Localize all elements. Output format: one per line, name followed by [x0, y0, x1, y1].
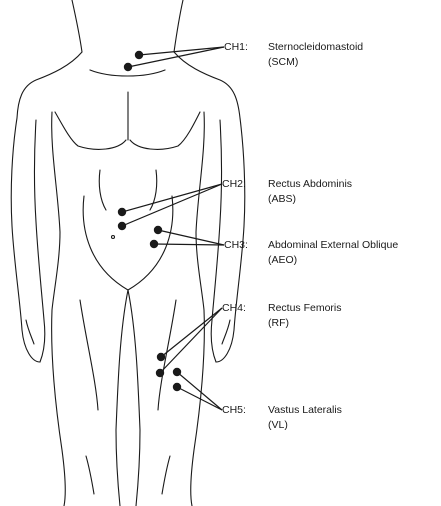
- electrode-ch5-b: [173, 383, 181, 391]
- electrode-ch4-b: [156, 369, 164, 377]
- body-outline: [11, 0, 245, 506]
- ch3-id: CH3:: [224, 238, 248, 252]
- electrode-ch2-a: [118, 208, 126, 216]
- ch2-muscle: Rectus Abdominis: [268, 177, 352, 191]
- ch3-abbr: (AEO): [268, 253, 297, 267]
- leader-ch2-a: [122, 184, 222, 212]
- ch3-muscle: Abdominal External Oblique: [268, 238, 398, 252]
- ch4-abbr: (RF): [268, 316, 289, 330]
- ch4-id: CH4:: [222, 301, 246, 315]
- ch5-abbr: (VL): [268, 418, 288, 432]
- ch1-muscle: Sternocleidomastoid: [268, 40, 363, 54]
- ch5-muscle: Vastus Lateralis: [268, 403, 342, 417]
- electrodes: [118, 51, 181, 391]
- electrode-ch3-a: [154, 226, 162, 234]
- leader-ch3-b: [154, 244, 224, 245]
- electrode-ch3-b: [150, 240, 158, 248]
- ch4-muscle: Rectus Femoris: [268, 301, 342, 315]
- ch1-abbr: (SCM): [268, 55, 298, 69]
- leader-lines: [122, 47, 224, 410]
- ch2-abbr: (ABS): [268, 192, 296, 206]
- electrode-ch4-a: [157, 353, 165, 361]
- electrode-ch1-b: [124, 63, 132, 71]
- ch2-id: CH2:: [222, 177, 246, 191]
- electrode-ch2-b: [118, 222, 126, 230]
- leader-ch1-a: [139, 47, 224, 55]
- ch1-id: CH1:: [224, 40, 248, 54]
- electrode-ch1-a: [135, 51, 143, 59]
- ch5-id: CH5:: [222, 403, 246, 417]
- electrode-ch5-a: [173, 368, 181, 376]
